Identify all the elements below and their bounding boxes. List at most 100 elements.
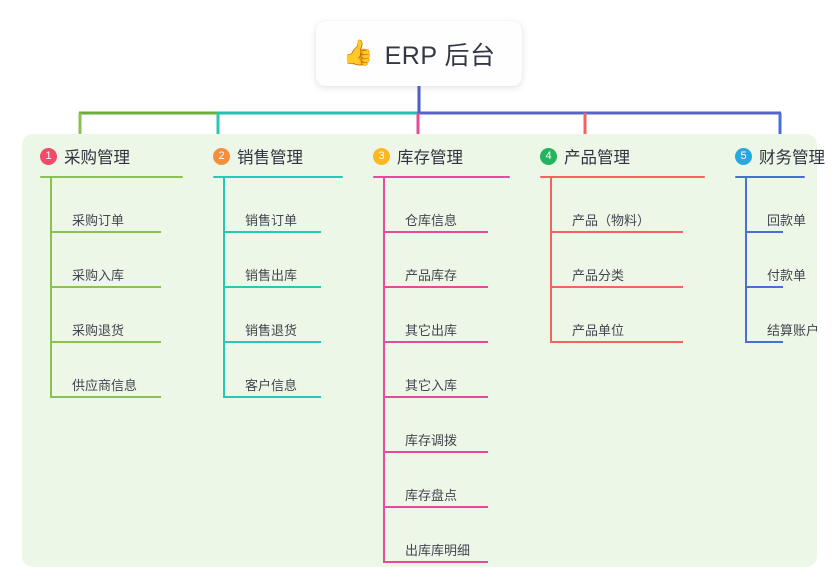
branch-item-label: 销售出库 (245, 268, 298, 283)
branch-title-1: 采购管理 (64, 149, 130, 167)
branch-item-label: 产品分类 (572, 268, 625, 283)
branch-item[interactable]: 出库库明细 (355, 508, 522, 563)
branch-item-label: 产品库存 (405, 268, 458, 283)
branch-item-rule (383, 231, 488, 233)
branch-item[interactable]: 付款单 (717, 233, 817, 288)
branch-header-5[interactable]: 5 财务管理 (717, 134, 825, 178)
branch-item[interactable]: 产品分类 (522, 233, 717, 288)
branch-item-rule (745, 341, 783, 343)
branch-item-label: 采购退货 (72, 323, 125, 338)
branch-item-rule (550, 231, 683, 233)
branch-item-label: 客户信息 (245, 378, 298, 393)
branch-item-rule (550, 286, 683, 288)
branch-item-label: 结算账户 (767, 323, 820, 338)
branch-item-label: 库存盘点 (405, 488, 458, 503)
branch-title-3: 库存管理 (397, 149, 463, 167)
branch-item-list-3: 仓库信息产品库存其它出库其它入库库存调拨库存盘点出库库明细 (355, 178, 522, 563)
branch-badge-5: 5 (735, 147, 752, 165)
branch-stem-4 (550, 178, 552, 342)
branch-title-4: 产品管理 (564, 149, 630, 167)
branch-item-rule (50, 231, 161, 233)
branch-item-label: 付款单 (767, 268, 807, 283)
branch-item-label: 出库库明细 (405, 543, 471, 558)
branch-item-label: 销售订单 (245, 213, 298, 228)
branch-item-rule (383, 396, 488, 398)
branch-item-rule (223, 286, 321, 288)
branch-column-3: 3 库存管理仓库信息产品库存其它出库其它入库库存调拨库存盘点出库库明细 (355, 134, 522, 567)
branch-column-2: 2 销售管理销售订单销售出库销售退货客户信息 (195, 134, 355, 567)
branch-item-label: 其它出库 (405, 323, 458, 338)
branch-header-2[interactable]: 2 销售管理 (195, 134, 355, 178)
branch-item[interactable]: 销售退货 (195, 288, 355, 343)
branch-item[interactable]: 产品单位 (522, 288, 717, 343)
branch-item[interactable]: 采购入库 (22, 233, 195, 288)
branch-item-label: 采购订单 (72, 213, 125, 228)
branch-item-rule (50, 341, 161, 343)
branch-title-5: 财务管理 (759, 149, 825, 167)
branch-item-rule (223, 231, 321, 233)
branch-header-rule-4 (540, 175, 705, 178)
branch-item[interactable]: 产品库存 (355, 233, 522, 288)
branch-header-4[interactable]: 4 产品管理 (522, 134, 717, 178)
branch-item-label: 回款单 (767, 213, 807, 228)
branch-header-rule-2 (213, 175, 343, 178)
branch-item-label: 其它入库 (405, 378, 458, 393)
branch-header-rule-1 (40, 175, 183, 178)
branch-item-label: 产品单位 (572, 323, 625, 338)
branch-item-rule (50, 286, 161, 288)
branch-header-3[interactable]: 3 库存管理 (355, 134, 522, 178)
branch-badge-2: 2 (213, 147, 230, 165)
branch-item-rule (383, 506, 488, 508)
branch-item-rule (745, 286, 783, 288)
branch-item[interactable]: 采购订单 (22, 178, 195, 233)
branch-item[interactable]: 结算账户 (717, 288, 820, 343)
branch-column-5: 5 财务管理回款单付款单结算账户 (717, 134, 825, 567)
branch-header-1[interactable]: 1 采购管理 (22, 134, 195, 178)
branch-header-rule-5 (735, 175, 805, 178)
branches-panel-background (22, 134, 817, 567)
branch-item-list-1: 采购订单采购入库采购退货供应商信息 (22, 178, 195, 398)
branch-item[interactable]: 供应商信息 (22, 343, 195, 398)
root-node-card[interactable]: 👍 ERP 后台 (316, 21, 522, 86)
branch-item-list-2: 销售订单销售出库销售退货客户信息 (195, 178, 355, 398)
branch-item-label: 产品（物料） (572, 213, 651, 228)
branch-stem-5 (745, 178, 747, 342)
branch-item[interactable]: 仓库信息 (355, 178, 522, 233)
branch-item-rule (223, 396, 321, 398)
branch-badge-4: 4 (540, 147, 557, 165)
branch-header-rule-3 (373, 175, 510, 178)
branch-item-label: 销售退货 (245, 323, 298, 338)
branch-item[interactable]: 客户信息 (195, 343, 355, 398)
branch-item-rule (50, 396, 161, 398)
branch-title-2: 销售管理 (237, 149, 303, 167)
branch-item[interactable]: 销售出库 (195, 233, 355, 288)
branch-item-label: 仓库信息 (405, 213, 458, 228)
branch-item-rule (383, 451, 488, 453)
thumbs-up-icon: 👍 (342, 39, 374, 67)
branch-item-rule (223, 341, 321, 343)
branch-columns: 1 采购管理采购订单采购入库采购退货供应商信息 2 销售管理销售订单销售出库销售退货客… (22, 134, 825, 567)
branch-item[interactable]: 销售订单 (195, 178, 355, 233)
branch-item-label: 供应商信息 (72, 378, 138, 393)
branch-item[interactable]: 库存调拨 (355, 398, 522, 453)
branch-item-rule (550, 341, 683, 343)
branch-item-label: 库存调拨 (405, 433, 458, 448)
branch-item[interactable]: 回款单 (717, 178, 817, 233)
branch-item-list-4: 产品（物料） 产品分类产品单位 (522, 178, 717, 343)
branch-item[interactable]: 产品（物料） (522, 178, 717, 233)
branch-item-label: 采购入库 (72, 268, 125, 283)
branch-item[interactable]: 采购退货 (22, 288, 195, 343)
branch-badge-1: 1 (40, 147, 57, 165)
branch-item-rule (383, 286, 488, 288)
branch-item[interactable]: 库存盘点 (355, 453, 522, 508)
branch-item[interactable]: 其它出库 (355, 288, 522, 343)
branch-item-list-5: 回款单付款单结算账户 (717, 178, 820, 343)
branch-column-1: 1 采购管理采购订单采购入库采购退货供应商信息 (22, 134, 195, 567)
branch-stem-3 (383, 178, 385, 562)
root-node-title: ERP 后台 (384, 41, 496, 70)
branch-item-rule (383, 561, 488, 563)
branch-badge-3: 3 (373, 147, 390, 165)
branch-item[interactable]: 其它入库 (355, 343, 522, 398)
branch-item-rule (745, 231, 783, 233)
